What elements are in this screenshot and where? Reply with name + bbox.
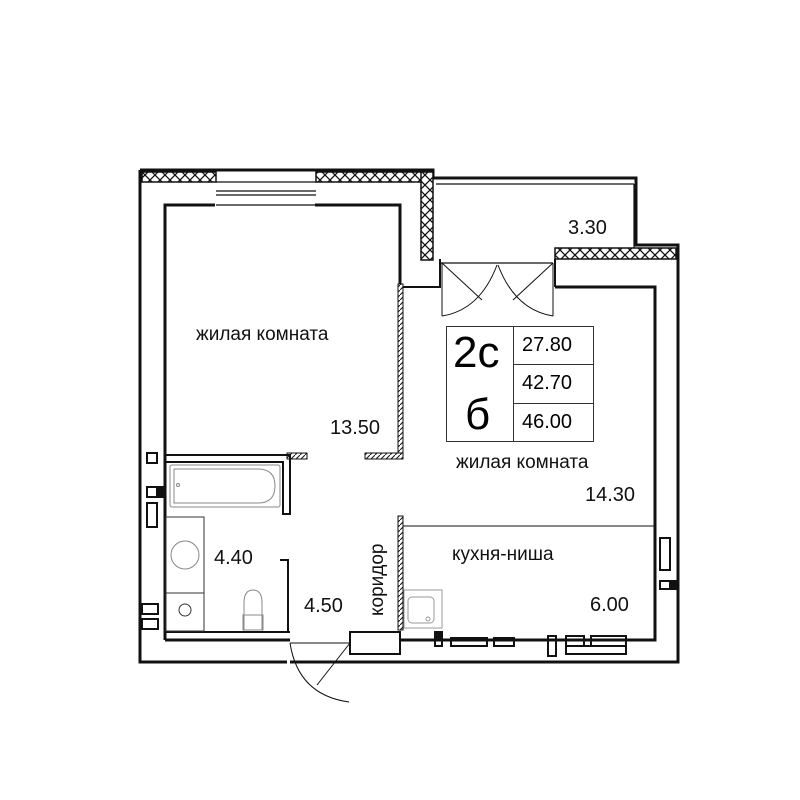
- bathroom-walls: [165, 454, 291, 633]
- kitchen-sink: [403, 589, 443, 629]
- room-area-balcony: 3.30: [568, 217, 607, 239]
- total-area-value: 42.70: [514, 365, 593, 404]
- room-area-living-1: 13.50: [330, 417, 381, 439]
- wall-ducts: [141, 452, 166, 630]
- room-area-corridor: 4.50: [304, 595, 343, 617]
- room-area-living-2: 14.30: [585, 484, 636, 506]
- apartment-sub-code: б: [465, 390, 491, 439]
- balcony-door: [441, 262, 554, 317]
- room-name-living-1: жилая комната: [196, 324, 329, 345]
- kitchen-partition: [397, 515, 404, 631]
- hatched-wall-top-right: [315, 171, 432, 183]
- living-area-value: 27.80: [514, 327, 593, 366]
- hatched-wall-balcony-bottom: [554, 247, 677, 260]
- room-name-living-2: жилая комната: [456, 452, 589, 473]
- toilet: [242, 589, 264, 631]
- room-area-kitchen: 6.00: [590, 594, 629, 616]
- apartment-type-code: 2с: [453, 328, 500, 377]
- hatched-wall-top-left: [141, 171, 217, 183]
- kitchen-wall-ducts: [434, 631, 627, 657]
- hatched-wall-balcony-left: [420, 171, 434, 261]
- total-area-with-balcony-value: 46.00: [522, 410, 573, 433]
- sink-cabinet: [165, 516, 205, 632]
- bathtub: [169, 464, 281, 508]
- window-top: [216, 181, 316, 206]
- partition-wall: [397, 283, 404, 460]
- room-area-bathroom: 4.40: [214, 547, 253, 569]
- right-wall-ducts: [659, 537, 677, 590]
- apartment-summary-box: 2с б 27.80 42.70 46.00: [446, 326, 594, 442]
- room-name-corridor: коридор: [367, 543, 388, 617]
- entry-door: [289, 642, 351, 703]
- outer-walls: [138, 168, 680, 664]
- room-name-kitchen: кухня-ниша: [452, 544, 554, 565]
- entry-wall-segment: [349, 631, 401, 655]
- balcony: [436, 183, 635, 264]
- partition-wall-stub: [364, 452, 404, 460]
